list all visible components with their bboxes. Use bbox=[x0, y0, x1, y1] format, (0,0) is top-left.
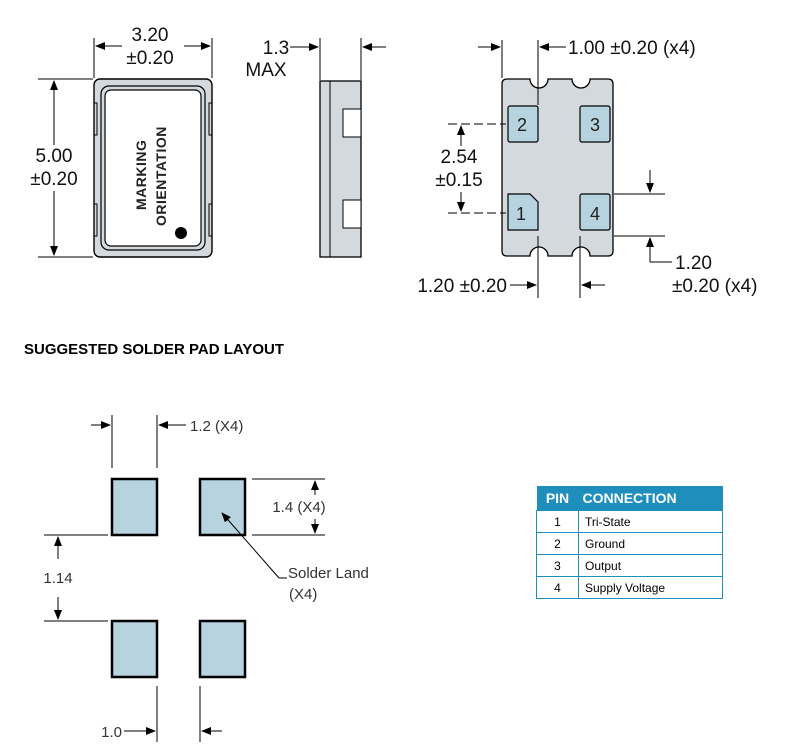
pad-3 bbox=[579, 105, 611, 143]
pin-cell: 4 bbox=[536, 576, 579, 599]
solder-land-bottom-left bbox=[110, 619, 159, 679]
pad-pitch-label: 1.20 ±0.20 bbox=[417, 276, 507, 297]
pitch-label: 2.54 bbox=[441, 147, 478, 168]
top-view: MARKING ORIENTATION 3.20 ±0.20 5.00 ±0.2… bbox=[30, 25, 213, 258]
width-label: 3.20 bbox=[132, 25, 169, 46]
horizontal-gap-label: 1.0 bbox=[101, 724, 122, 741]
connection-cell: Ground bbox=[578, 532, 723, 555]
pad-2 bbox=[507, 105, 539, 143]
pin-label-1: 1 bbox=[516, 204, 526, 224]
width-tol: ±0.20 bbox=[126, 48, 173, 69]
table-row: 3 Output bbox=[536, 554, 723, 577]
table-row: 2 Ground bbox=[536, 532, 723, 555]
solder-land-top-right bbox=[198, 477, 247, 537]
thickness-note: MAX bbox=[245, 60, 287, 81]
pad-len-tol: ±0.20 (x4) bbox=[672, 276, 757, 297]
height-tol: ±0.20 bbox=[30, 169, 77, 190]
section-title: SUGGESTED SOLDER PAD LAYOUT bbox=[24, 341, 284, 358]
solder-land-bottom-right bbox=[198, 619, 247, 679]
pin-connection-table: PIN CONNECTION 1 Tri-State 2 Ground 3 Ou… bbox=[536, 486, 723, 599]
bottom-view: 2 3 1 4 1.00 ±0.20 (x4) 2.54 ±0.15 1.20 … bbox=[417, 38, 757, 298]
solder-land-label: Solder Land bbox=[288, 565, 369, 582]
pad-len-label: 1.20 bbox=[675, 253, 712, 274]
pad-width-label: 1.2 (X4) bbox=[190, 418, 243, 435]
connection-cell: Supply Voltage bbox=[578, 576, 723, 599]
marking-line1: MARKING bbox=[133, 140, 149, 210]
pin-label-3: 3 bbox=[590, 115, 600, 135]
connection-cell: Output bbox=[578, 554, 723, 577]
pin-label-2: 2 bbox=[517, 115, 527, 135]
pin1-dot bbox=[175, 227, 187, 239]
height-label: 5.00 bbox=[36, 146, 73, 167]
thickness-label: 1.3 bbox=[263, 38, 289, 59]
connection-header: CONNECTION bbox=[578, 486, 723, 511]
table-row: 1 Tri-State bbox=[536, 510, 723, 533]
solder-pad-layout: 1.2 (X4) 1.4 (X4) Solder Land (X4) 1.14 … bbox=[43, 415, 369, 742]
solder-land-top-left bbox=[110, 477, 159, 537]
pad-1 bbox=[507, 193, 539, 231]
pin-header: PIN bbox=[536, 486, 579, 511]
vertical-gap-label: 1.14 bbox=[43, 570, 72, 587]
pin-cell: 1 bbox=[536, 510, 579, 533]
pin-cell: 3 bbox=[536, 554, 579, 577]
pad-height-label: 1.4 (X4) bbox=[272, 499, 325, 516]
pitch-tol: ±0.15 bbox=[435, 170, 482, 191]
marking-line2: ORIENTATION bbox=[153, 126, 169, 226]
pin-table-header-row: PIN CONNECTION bbox=[536, 486, 723, 511]
solder-land-count: (X4) bbox=[289, 586, 317, 603]
connection-cell: Tri-State bbox=[578, 510, 723, 533]
pad-4 bbox=[579, 193, 611, 231]
pin-width-label: 1.00 ±0.20 (x4) bbox=[568, 38, 696, 59]
table-row: 4 Supply Voltage bbox=[536, 576, 723, 599]
side-view: 1.3 MAX bbox=[245, 38, 386, 258]
pin-label-4: 4 bbox=[590, 204, 600, 224]
pin-cell: 2 bbox=[536, 532, 579, 555]
